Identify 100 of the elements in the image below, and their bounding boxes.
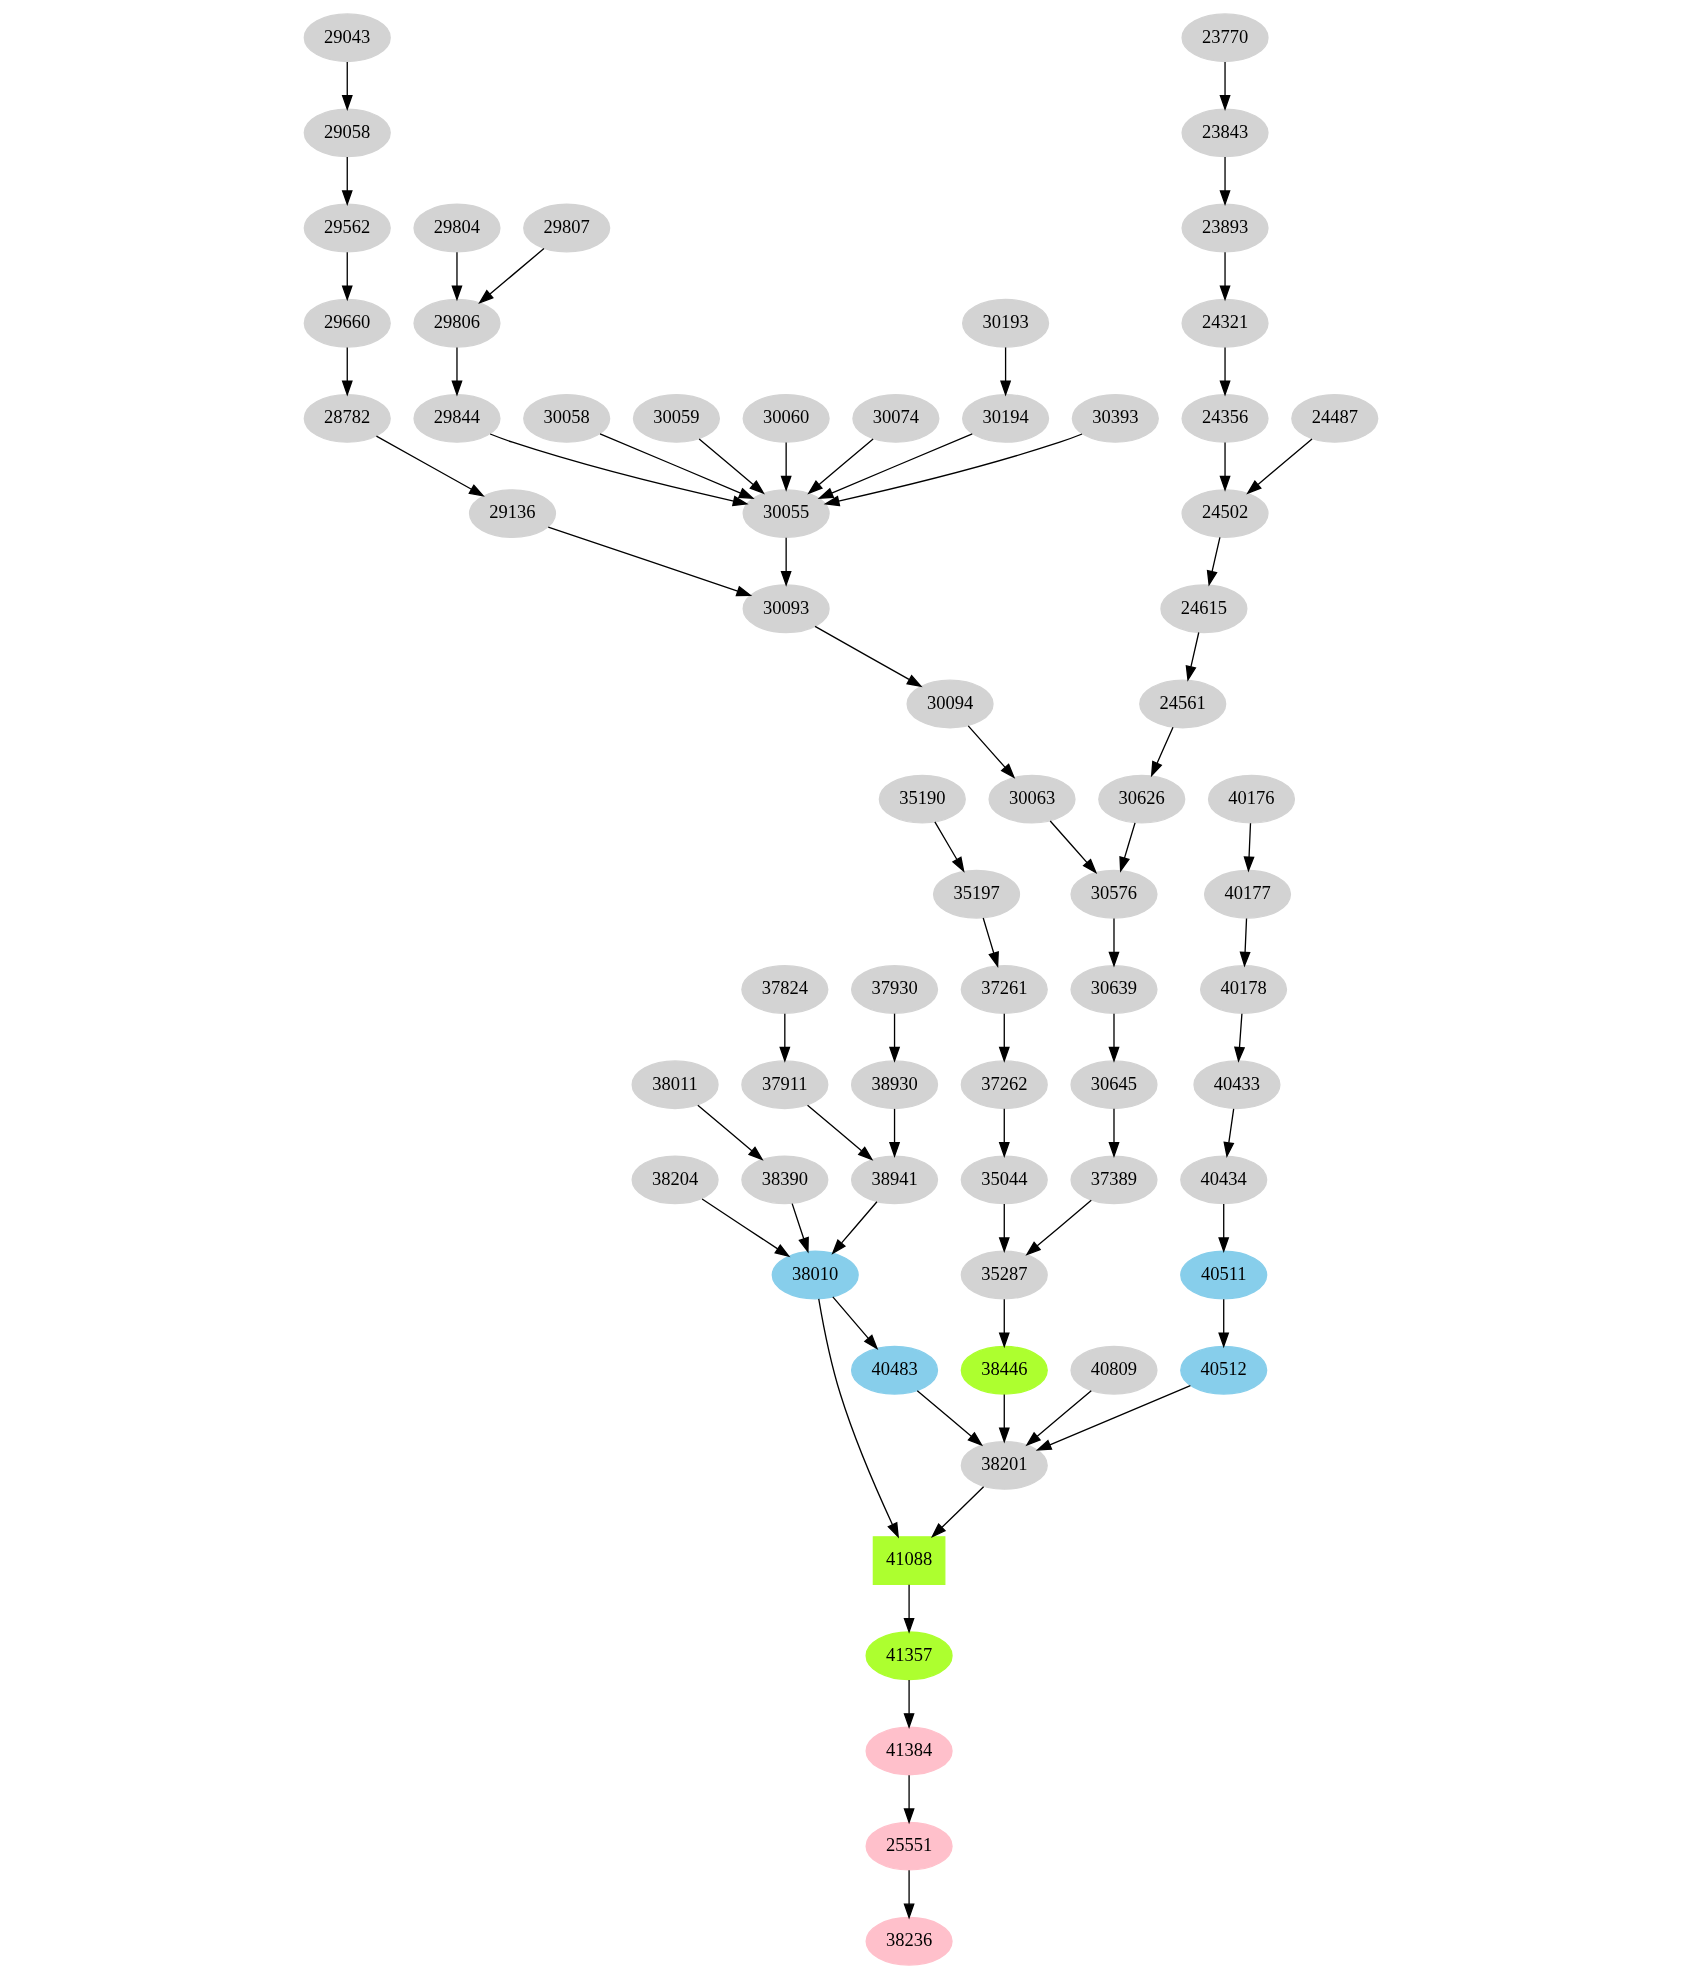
arrow <box>916 1390 984 1447</box>
arrow <box>780 441 792 492</box>
node-ellipse: 28782 <box>303 393 391 443</box>
node-ellipse: 38010 <box>771 1250 859 1300</box>
arrow <box>806 1104 874 1161</box>
node-ellipse: 37262 <box>960 1060 1048 1110</box>
arrow <box>1246 438 1313 495</box>
node-ellipse: 25551 <box>865 1821 953 1871</box>
arrow <box>1119 822 1136 873</box>
arrow <box>967 725 1016 779</box>
node-ellipse: 40176 <box>1207 774 1296 824</box>
node-ellipse: 40434 <box>1180 1155 1268 1205</box>
node-ellipse: 40809 <box>1070 1345 1158 1395</box>
node-ellipse: 30063 <box>988 774 1076 824</box>
node-ellipse: 29562 <box>303 203 391 253</box>
arrow <box>1206 536 1221 587</box>
arrow <box>1219 251 1231 302</box>
arrow <box>1243 822 1255 873</box>
node-ellipse: 30093 <box>742 584 830 634</box>
node-ellipse: 24487 <box>1291 393 1379 443</box>
node-ellipse: 35197 <box>932 869 1021 919</box>
arrow <box>1239 917 1251 968</box>
arrow <box>998 1203 1010 1254</box>
arrow <box>1218 1203 1230 1254</box>
node-ellipse: 38930 <box>850 1060 939 1110</box>
node-ellipse: 40483 <box>850 1345 939 1395</box>
arrow <box>903 1774 915 1825</box>
node-ellipse: 38941 <box>850 1155 939 1205</box>
arrow <box>832 1296 879 1350</box>
node-box: 41088 <box>872 1536 946 1586</box>
node-ellipse: 30094 <box>906 679 994 729</box>
node-ellipse: 24502 <box>1181 489 1269 539</box>
node-ellipse: 24321 <box>1181 298 1269 348</box>
arrow <box>1219 346 1231 397</box>
arrow <box>1218 1298 1230 1349</box>
arrow <box>823 433 1083 507</box>
node-ellipse: 30058 <box>523 393 611 443</box>
node-ellipse: 38204 <box>631 1155 719 1205</box>
arrow <box>1049 820 1098 874</box>
node-ellipse: 29844 <box>413 393 501 443</box>
arrow <box>779 1013 791 1063</box>
arrow <box>698 438 765 495</box>
arrow <box>814 625 923 688</box>
arrow <box>818 1298 899 1539</box>
arrow <box>1035 1384 1192 1451</box>
node-ellipse: 41384 <box>865 1726 953 1776</box>
arrow <box>341 61 353 111</box>
arrow <box>547 526 753 597</box>
node-ellipse: 37824 <box>741 965 829 1014</box>
arrow <box>791 1202 809 1254</box>
node-ellipse: 29660 <box>303 298 391 348</box>
arrow <box>341 156 353 207</box>
arrow <box>478 247 545 305</box>
node-ellipse: 37911 <box>741 1060 829 1110</box>
arrow <box>998 1393 1010 1444</box>
node-ellipse: 40512 <box>1180 1345 1268 1395</box>
node-ellipse: 29806 <box>413 298 501 348</box>
node-ellipse: 35190 <box>878 774 966 824</box>
arrow <box>1108 917 1120 968</box>
node-ellipse: 30576 <box>1070 869 1158 919</box>
arrow <box>998 1298 1010 1349</box>
node-ellipse: 30074 <box>852 393 940 443</box>
arrow <box>903 1869 915 1920</box>
arrow <box>934 821 965 873</box>
arrow <box>903 1584 915 1634</box>
arrow <box>780 537 792 587</box>
node-ellipse: 38236 <box>865 1916 953 1966</box>
arrow <box>697 1104 764 1161</box>
node-ellipse: 30193 <box>962 298 1050 348</box>
node-ellipse: 29136 <box>468 489 557 539</box>
arrow <box>1219 156 1231 207</box>
arrow <box>930 1486 985 1538</box>
arrow <box>1000 346 1012 397</box>
arrow <box>1185 631 1200 682</box>
node-ellipse: 23893 <box>1181 203 1269 253</box>
arrow <box>701 1198 791 1258</box>
node-ellipse: 35287 <box>960 1250 1048 1300</box>
arrow <box>1108 1108 1120 1158</box>
arrow <box>1223 1108 1235 1158</box>
arrow <box>451 346 463 397</box>
node-ellipse: 40433 <box>1193 1060 1281 1110</box>
node-ellipse: 37930 <box>850 965 939 1014</box>
node-ellipse: 38201 <box>960 1440 1048 1490</box>
arrow <box>831 1201 878 1255</box>
arrow <box>1234 1013 1246 1063</box>
arrow <box>341 346 353 397</box>
arrow <box>817 433 973 499</box>
node-ellipse: 37389 <box>1070 1155 1158 1205</box>
node-ellipse: 24356 <box>1181 393 1269 443</box>
node-ellipse: 29043 <box>303 13 391 63</box>
node-ellipse: 24615 <box>1160 584 1248 634</box>
arrow <box>889 1108 901 1158</box>
node-ellipse: 24561 <box>1139 679 1227 729</box>
node-ellipse: 30055 <box>742 489 830 539</box>
node-ellipse: 40177 <box>1203 869 1292 919</box>
arrow <box>1219 441 1231 492</box>
node-ellipse: 23843 <box>1181 108 1269 158</box>
arrow <box>889 1013 901 1063</box>
arrow <box>1025 1390 1092 1447</box>
node-ellipse: 38011 <box>631 1060 719 1110</box>
